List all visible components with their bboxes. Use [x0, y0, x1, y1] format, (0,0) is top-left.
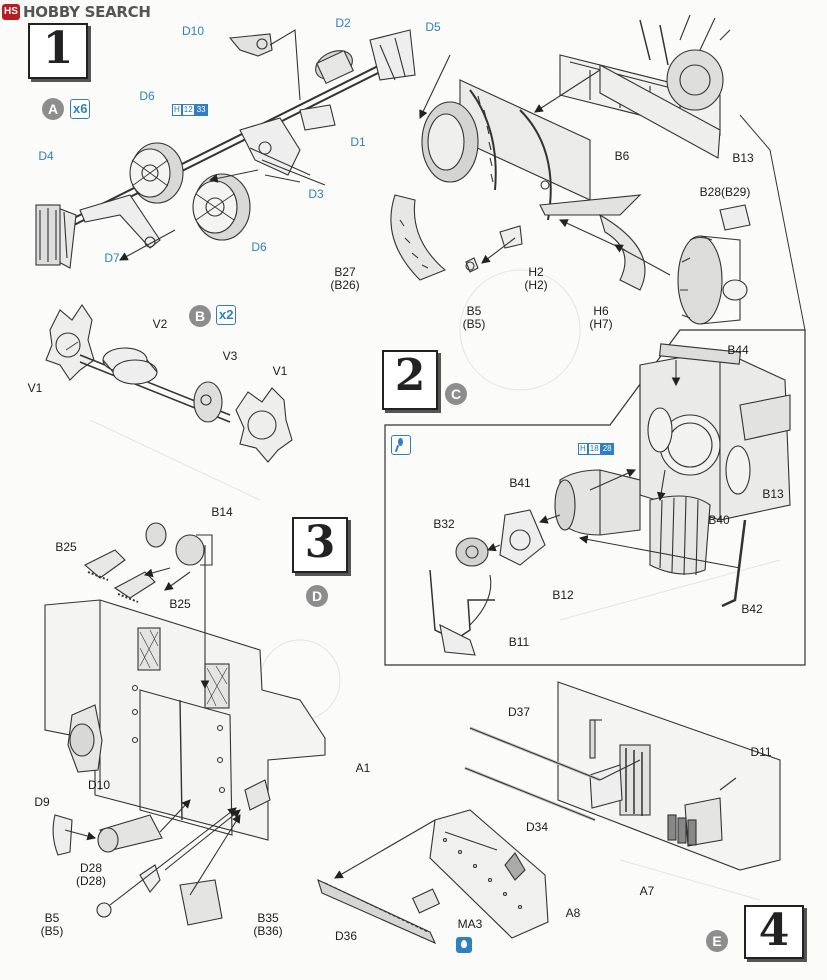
label-d28-main: D28 [79, 861, 103, 875]
sprocket-assembly [45, 304, 293, 463]
label-d34: D34 [525, 820, 549, 834]
paint-badge-1-code-a: 12 [181, 104, 195, 116]
label-b25-left: B25 [55, 540, 77, 554]
label-b35: B35(B36) [253, 912, 282, 938]
paint-badge-2-code-a: 18 [587, 443, 601, 455]
paint-badge-1-h: H [172, 104, 182, 116]
label-ma3: MA3 [457, 917, 483, 931]
glue-tool-icon [391, 435, 411, 455]
label-b6: B6 [614, 149, 630, 163]
label-b44: B44 [727, 343, 749, 357]
step-1-multiplier: x6 [70, 99, 91, 119]
step-1-circle: A [42, 98, 64, 120]
label-a1: A1 [355, 761, 371, 775]
label-d2: D2 [335, 16, 351, 30]
hobby-search-logo-badge: HS [2, 4, 20, 20]
label-d6-top: D6 [139, 89, 155, 103]
label-d11: D11 [750, 745, 772, 759]
label-b27-alt: (B26) [330, 278, 360, 292]
label-d6-bottom: D6 [251, 240, 267, 254]
label-b41: B41 [509, 476, 531, 490]
paint-badge-2-code-b: 28 [600, 443, 614, 455]
watermark-logo: HS HOBBY SEARCH [2, 3, 151, 21]
label-b27-main: B27 [334, 265, 356, 279]
label-b12: B12 [552, 588, 574, 602]
paint-badge-1: H 12 33 [172, 104, 208, 116]
label-h6-main: H6 [593, 304, 609, 318]
label-d7: D7 [104, 251, 120, 265]
step-3-number: 3 [292, 517, 348, 573]
paint-badge-1-code-b: 33 [194, 104, 208, 116]
sub-step-b-circle: B [189, 305, 211, 327]
label-v2: V2 [152, 317, 168, 331]
engine-deck-assembly [317, 681, 781, 945]
label-b42: B42 [741, 602, 763, 616]
label-b27: B27(B26) [330, 266, 359, 292]
label-d9: D9 [34, 795, 50, 809]
label-h2-main: H2 [528, 265, 544, 279]
transmission-assembly [429, 343, 791, 656]
label-h6-alt: (H7) [589, 317, 613, 331]
label-d10: D10 [181, 24, 205, 38]
paint-badge-2: H 18 28 [578, 443, 614, 455]
sub-step-b-multiplier: x2 [216, 305, 237, 325]
paint-badge-2-h: H [578, 443, 588, 455]
label-d36: D36 [334, 929, 358, 943]
label-d1: D1 [350, 135, 366, 149]
water-decal-icon [456, 937, 472, 953]
label-v1-left: V1 [27, 381, 43, 395]
label-d37: D37 [507, 705, 531, 719]
step-4-number: 4 [744, 905, 804, 959]
label-b13-bottom: B13 [762, 487, 784, 501]
label-a8: A8 [565, 906, 581, 920]
label-b25-right: B25 [169, 597, 191, 611]
label-h2: H2(H2) [524, 266, 547, 292]
label-b40: B40 [708, 513, 730, 527]
label-b35-alt: (B36) [253, 924, 283, 938]
label-h2-alt: (H2) [524, 278, 548, 292]
label-b5-top-main: B5 [466, 304, 482, 318]
step-3-circle: D [306, 585, 328, 607]
label-d3: D3 [308, 187, 324, 201]
label-b14: B14 [211, 505, 233, 519]
label-b5-bottom-main: B5 [44, 911, 60, 925]
label-b5-top: B5(B5) [463, 305, 486, 331]
label-d10-rear: D10 [87, 778, 111, 792]
label-b32: B32 [433, 517, 455, 531]
suspension-assembly [35, 29, 416, 269]
label-h6: H6(H7) [589, 305, 612, 331]
label-d4: D4 [38, 149, 54, 163]
label-v1-right: V1 [272, 364, 288, 378]
label-d5: D5 [425, 20, 441, 34]
label-b5-bottom-alt: (B5) [40, 924, 64, 938]
label-b5-bottom: B5(B5) [41, 912, 64, 938]
final-drive-assembly [390, 14, 751, 325]
step-1-number: 1 [28, 23, 88, 79]
label-d28: D28(D28) [76, 862, 106, 888]
label-b11: B11 [508, 635, 530, 649]
step-4-circle: E [706, 930, 728, 952]
label-a7: A7 [639, 884, 655, 898]
label-b28: B28(B29) [699, 185, 751, 199]
label-v3: V3 [222, 349, 238, 363]
hobby-search-logo-text: HOBBY SEARCH [23, 3, 151, 21]
label-b5-top-alt: (B5) [462, 317, 486, 331]
label-d28-alt: (D28) [75, 874, 107, 888]
step-2-number: 2 [382, 350, 438, 410]
rear-plate-assembly [44, 522, 326, 926]
label-b35-main: B35 [257, 911, 279, 925]
step-2-circle: C [445, 383, 467, 405]
label-b13-top: B13 [732, 151, 754, 165]
